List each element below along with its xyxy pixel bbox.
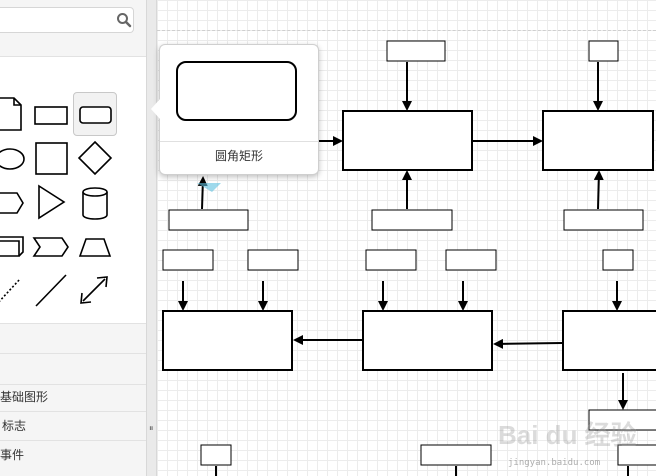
label-box[interactable] [386,40,446,62]
search-icon[interactable] [116,12,132,28]
label-box[interactable] [365,249,417,271]
search-input[interactable] [0,7,134,33]
label-box[interactable] [168,209,249,231]
label-box[interactable] [445,249,497,271]
label-box[interactable] [617,444,656,466]
shape-document[interactable] [0,92,36,136]
label-box[interactable] [371,209,453,231]
shape-rectangle[interactable] [29,92,73,136]
baidu-jingyan-watermark: Bai du 经验 [498,420,637,450]
process-box[interactable] [542,110,654,171]
category-basic-shapes[interactable]: 基础图形 [0,383,146,412]
label-box[interactable] [563,209,644,231]
label-box[interactable] [162,249,214,271]
shape-cylinder[interactable] [73,181,117,225]
process-box[interactable] [562,310,656,371]
shape-diamond[interactable] [73,137,117,181]
tooltip-divider [160,141,318,142]
process-box[interactable] [342,110,473,171]
label-box[interactable] [588,40,619,62]
category-events[interactable]: 事件 [0,441,146,470]
watermark-url: jingyan.baidu.com [508,458,601,468]
shape-triangle[interactable] [29,181,73,225]
label-box[interactable] [420,444,492,466]
label-box[interactable] [588,409,656,431]
shape-bidirectional-arrow[interactable] [73,269,117,313]
shape-rounded-rectangle[interactable] [73,92,117,136]
shape-palette [0,57,146,323]
shape-card[interactable] [0,225,34,269]
category-label: 事件 [0,448,25,462]
process-box[interactable] [162,310,293,371]
page-edge [157,30,656,31]
flowchart-diagram [162,40,656,476]
process-box[interactable] [362,310,493,371]
palette-footer [0,323,146,385]
shape-ellipse[interactable] [0,137,34,181]
shape-step[interactable] [29,225,73,269]
shape-trapezoid[interactable] [73,225,117,269]
category-signs[interactable]: 标志 [0,412,146,441]
shape-preview-tooltip: 圆角矩形 [151,44,319,175]
panel-splitter[interactable]: ⏸ [146,0,157,476]
search-row [0,0,146,57]
watermark-brand: Bai du 经验 [498,420,637,450]
shape-square[interactable] [29,137,73,181]
label-box[interactable] [200,444,232,466]
shape-dotted-line[interactable] [0,269,34,313]
splitter-grip-icon[interactable]: ⏸ [149,424,154,434]
drop-hint-icon [197,183,221,192]
label-box[interactable] [247,249,299,271]
connector-arrow[interactable] [593,170,604,210]
category-label: 标志 [2,419,27,433]
connector-arrow[interactable] [197,176,208,210]
shape-sidebar: 基础图形 标志 事件 [0,0,146,476]
shape-line[interactable] [29,269,73,313]
tooltip-shape-preview [176,61,297,121]
connector-arrow[interactable] [493,338,563,349]
category-label: 基础图形 [0,390,49,404]
tooltip-shape-name: 圆角矩形 [214,149,263,163]
shape-display[interactable] [0,181,34,225]
label-box[interactable] [602,249,634,271]
tooltip-pointer [151,99,160,119]
